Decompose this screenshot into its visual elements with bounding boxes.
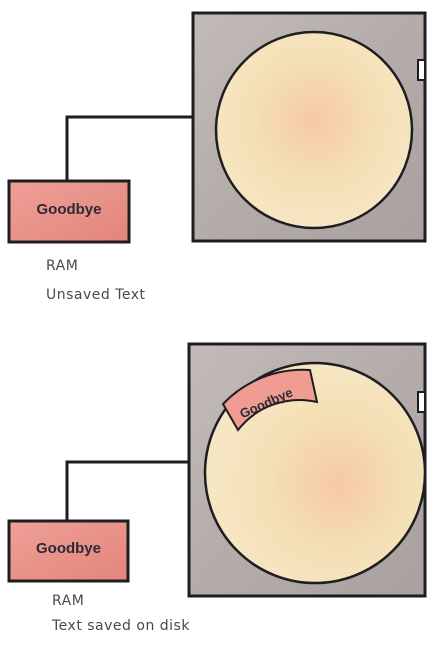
ram-chip-body	[7, 519, 130, 583]
ram-chip-body	[7, 179, 131, 244]
disk-drive-notch	[417, 59, 426, 81]
ram-caption: RAM	[46, 258, 79, 274]
disk-platter	[203, 361, 427, 585]
ram-disk-connector	[65, 460, 189, 521]
disk-drive	[191, 11, 427, 243]
saved-data-sector	[221, 368, 319, 432]
panel-description: Text saved on disk	[52, 618, 190, 634]
disk-platter	[214, 30, 414, 230]
ram-chip	[7, 519, 130, 583]
panel-saved: Goodbye	[7, 342, 427, 598]
ram-chip-text: Goodbye	[35, 540, 101, 557]
ram-chip	[7, 179, 131, 244]
disk-drive-notch	[417, 391, 426, 413]
ram-disk-connector	[65, 115, 193, 181]
panel-unsaved	[7, 11, 427, 244]
ram-chip-text: Goodbye	[36, 201, 102, 218]
panel-description: Unsaved Text	[46, 287, 146, 303]
ram-caption: RAM	[52, 593, 85, 609]
disk-drive: Goodbye	[187, 342, 427, 598]
